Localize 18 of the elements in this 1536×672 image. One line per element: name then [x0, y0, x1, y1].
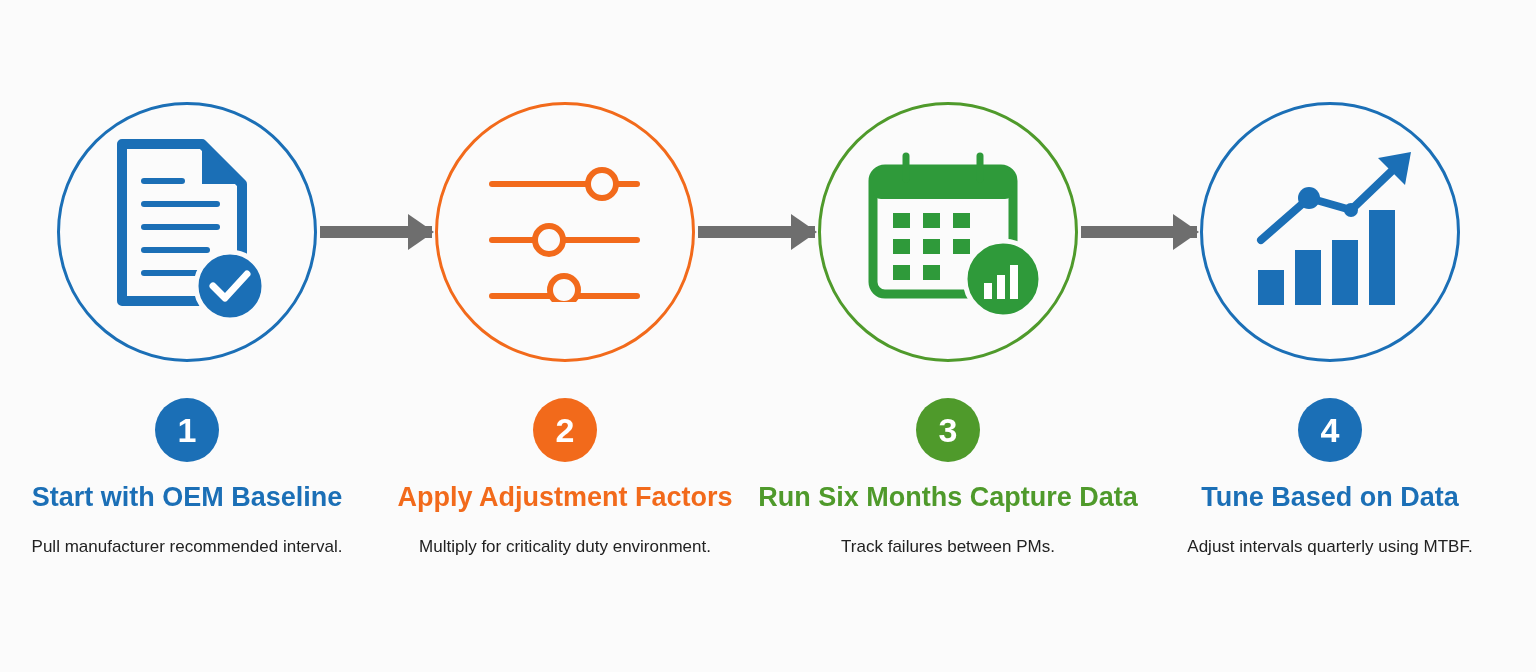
step-number: 3 — [916, 398, 980, 462]
arrow — [1081, 214, 1199, 250]
step-description: Track failures between PMs. — [840, 537, 1056, 557]
arrow — [320, 214, 434, 250]
step-number: 2 — [533, 398, 597, 462]
step-number: 1 — [155, 398, 219, 462]
step-circle — [57, 102, 317, 362]
step-circle — [1200, 102, 1460, 362]
step-title: Apply Adjustment Factors — [396, 482, 734, 513]
step-circle — [818, 102, 1078, 362]
step-title: Start with OEM Baseline — [30, 482, 344, 513]
step-title: Run Six Months Capture Data — [757, 482, 1139, 513]
step-number: 4 — [1298, 398, 1362, 462]
step-description: Adjust intervals quarterly using MTBF. — [1186, 537, 1474, 557]
step-description: Pull manufacturer recommended interval. — [30, 537, 344, 557]
step-circle — [435, 102, 695, 362]
step-description: Multiply for criticality duty environment. — [418, 537, 712, 557]
arrow — [698, 214, 817, 250]
